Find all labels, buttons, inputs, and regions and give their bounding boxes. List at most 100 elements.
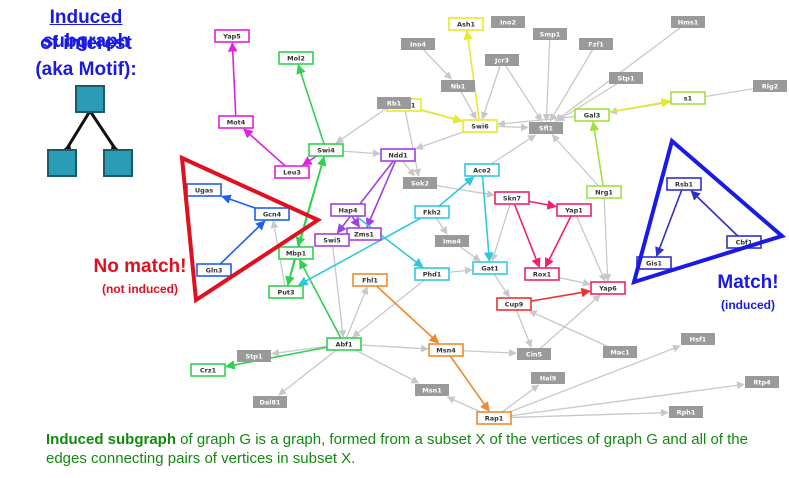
node-rox1: Rox1 <box>524 267 560 281</box>
caption-rest: of graph G is a graph, formed from a sub… <box>46 431 748 467</box>
node-label: Swi6 <box>471 123 489 131</box>
graph-nodes: Yap5Mol2Mot4Leu3Swi4Ndd1Wom1Ash1Swi6Gal3… <box>186 16 787 425</box>
node-label: Swi5 <box>323 237 341 245</box>
node-abf1: Abf1 <box>326 337 362 351</box>
node-rtp4: Rtp4 <box>745 376 779 388</box>
node-box <box>330 203 366 217</box>
node-label: Msn1 <box>422 387 442 395</box>
node-label: Nb1 <box>451 83 466 91</box>
edge-stp1b-sfl1 <box>556 77 627 122</box>
node-put3: Put3 <box>268 285 304 299</box>
no-match-triangle <box>179 154 323 304</box>
edge-msn4-rap1 <box>445 349 490 412</box>
node-label: Yap1 <box>564 207 583 215</box>
node-label: Leu3 <box>283 169 301 177</box>
node-label: Cbf1 <box>736 239 753 247</box>
node-box <box>352 273 388 287</box>
node-swi6: Swi6 <box>462 119 498 133</box>
node-label: Smp1 <box>540 31 561 39</box>
caption: Induced subgraph of graph G is a graph, … <box>46 430 766 468</box>
edge-yap1-rox1 <box>544 209 575 268</box>
node-label: Ino4 <box>410 41 427 49</box>
node-box <box>253 396 287 408</box>
node-hsf1: Hsf1 <box>681 333 715 345</box>
edge-swi6-ash1 <box>463 30 481 127</box>
node-ime4: Ime4 <box>435 235 469 247</box>
node-label: Cin5 <box>526 351 543 359</box>
node-box <box>753 80 787 92</box>
node-label: Fzf1 <box>588 41 604 49</box>
node-label: Gis1 <box>646 260 662 268</box>
edge-fzf1-sfl1 <box>549 43 597 122</box>
edge-ace2-gat1 <box>481 169 494 262</box>
node-box <box>681 333 715 345</box>
node-label: Mbp1 <box>286 250 307 258</box>
node-hap4: Hap4 <box>330 203 366 217</box>
match-triangle <box>631 137 787 285</box>
node-msn4: Msn4 <box>428 343 464 357</box>
node-phd1: Phd1 <box>414 267 450 281</box>
edge-smp1-sfl1 <box>542 33 551 122</box>
node-box <box>380 148 416 162</box>
node-box <box>574 108 610 122</box>
node-box <box>462 119 498 133</box>
no-match-label: No match! <box>93 256 187 277</box>
node-box <box>524 267 560 281</box>
node-leu3: Leu3 <box>274 165 310 179</box>
node-box <box>326 337 362 351</box>
node-label: Ino2 <box>500 19 516 27</box>
node-label: Hap4 <box>338 207 357 215</box>
node-label: Abf1 <box>335 341 353 349</box>
node-box <box>485 54 519 66</box>
node-ino2: Ino2 <box>491 16 525 28</box>
node-box <box>377 97 411 109</box>
node-box <box>670 91 706 105</box>
node-zms1: Zms1 <box>346 227 382 241</box>
node-rsb1: Rsb1 <box>666 177 702 191</box>
edge-skn7-gat1 <box>490 197 513 262</box>
node-label: Skn7 <box>503 195 521 203</box>
node-box <box>435 235 469 247</box>
edge-jcr3-swi6 <box>480 59 503 120</box>
edge-yap1-yap6 <box>573 209 606 282</box>
node-box <box>268 285 304 299</box>
node-label: Rtp4 <box>753 379 771 387</box>
node-gat1: Gat1 <box>472 261 508 275</box>
node-stp1b: Stp1 <box>609 72 643 84</box>
node-fkh2: Fkh2 <box>414 205 450 219</box>
node-s1: s1 <box>670 91 706 105</box>
node-box <box>415 384 449 396</box>
motif-node-left <box>47 149 77 177</box>
node-box <box>448 17 484 31</box>
edge-skn7-rox1 <box>511 197 541 268</box>
node-crz1: Crz1 <box>190 363 226 377</box>
node-label: Nrg1 <box>595 189 613 197</box>
node-yap6: Yap6 <box>590 281 626 295</box>
node-label: s1 <box>684 95 693 103</box>
node-label: Gcn4 <box>263 211 282 219</box>
node-label: Ime4 <box>443 238 462 246</box>
edge-hap4-phd1 <box>347 209 424 268</box>
node-label: Stp1 <box>618 75 635 83</box>
edge-abf1-fhl1 <box>343 286 369 345</box>
motif-title-underlined: Induced <box>49 7 123 28</box>
node-box <box>556 203 592 217</box>
node-label: Dal81 <box>259 399 281 407</box>
node-box <box>190 363 226 377</box>
node-box <box>428 343 464 357</box>
node-fhl1: Fhl1 <box>352 273 388 287</box>
node-box <box>517 348 551 360</box>
node-gal3: Gal3 <box>574 108 610 122</box>
node-rlg2: Rlg2 <box>753 80 787 92</box>
edge-swi4-mol2 <box>296 64 327 151</box>
node-box <box>579 38 613 50</box>
node-hal9: Hal9 <box>531 372 565 384</box>
node-box <box>533 28 567 40</box>
node-sok2: Sok2 <box>403 177 437 189</box>
edge-abf1-dal81 <box>278 343 345 396</box>
node-label: Hal9 <box>540 375 557 383</box>
node-box <box>494 191 530 205</box>
edge-rap1-rtp4 <box>493 381 745 419</box>
node-label: Jcr3 <box>494 57 509 65</box>
